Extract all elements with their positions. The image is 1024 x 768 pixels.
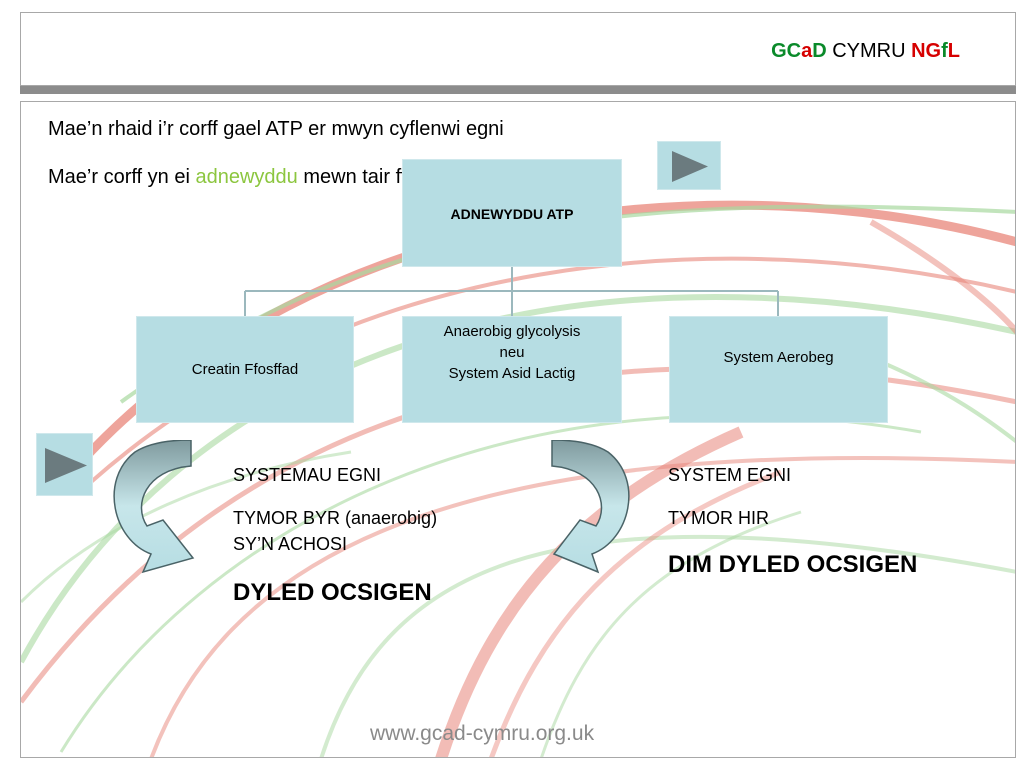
left-heading: SYSTEMAU EGNI	[233, 465, 382, 485]
logo-f: f	[941, 40, 948, 62]
logo-d: D	[812, 40, 827, 62]
diagram-root-label: ADNEWYDDU ATP	[450, 206, 574, 222]
intro-line-2-start: Mae’r corff yn ei	[48, 166, 196, 188]
right-heading: SYSTEM EGNI	[668, 465, 792, 485]
left-result: DYLED OCSIGEN	[233, 579, 432, 606]
play-button[interactable]	[36, 433, 93, 496]
curved-arrow-icon	[113, 440, 195, 574]
brand-logo: GCaD CYMRU NGfL	[771, 40, 960, 63]
curved-arrow-icon	[551, 440, 630, 574]
play-icon	[45, 448, 87, 483]
intro-line-1: Mae’n rhaid i’r corff gael ATP er mwyn c…	[48, 118, 504, 140]
logo-l: L	[947, 40, 960, 62]
diagram-box-creatine: Creatin Ffosffad	[136, 316, 354, 423]
diagram-left-label: Creatin Ffosffad	[191, 361, 299, 378]
next-slide-button[interactable]	[657, 141, 721, 190]
diagram-middle-line-1: Anaerobig glycolysis	[443, 323, 581, 340]
diagram-box-aerobic: System Aerobeg	[669, 316, 888, 423]
diagram-box-anaerobic: Anaerobig glycolysis neu System Asid Lac…	[402, 316, 622, 423]
diagram-middle-line-3: System Asid Lactig	[448, 365, 576, 382]
intro-accent-word: adnewyddu	[195, 166, 298, 188]
play-icon	[672, 151, 708, 182]
diagram-right-label: System Aerobeg	[723, 349, 834, 366]
logo-a: a	[801, 40, 813, 62]
left-term-line-1: TYMOR BYR (anaerobig)	[233, 508, 438, 528]
left-term-line-2: SY’N ACHOSI	[233, 534, 348, 554]
logo-ng: NG	[911, 40, 942, 62]
logo-cymru: CYMRU	[826, 40, 912, 62]
right-result: DIM DYLED OCSIGEN	[668, 551, 918, 578]
diagram-root-box: ADNEWYDDU ATP	[402, 159, 622, 267]
logo-gc: GC	[771, 40, 802, 62]
header-divider	[20, 86, 1016, 94]
diagram-middle-line-2: neu	[499, 344, 525, 361]
right-term: TYMOR HIR	[668, 508, 769, 528]
header-panel	[20, 12, 1016, 86]
footer-url: www.gcad-cymru.org.uk	[370, 722, 595, 745]
